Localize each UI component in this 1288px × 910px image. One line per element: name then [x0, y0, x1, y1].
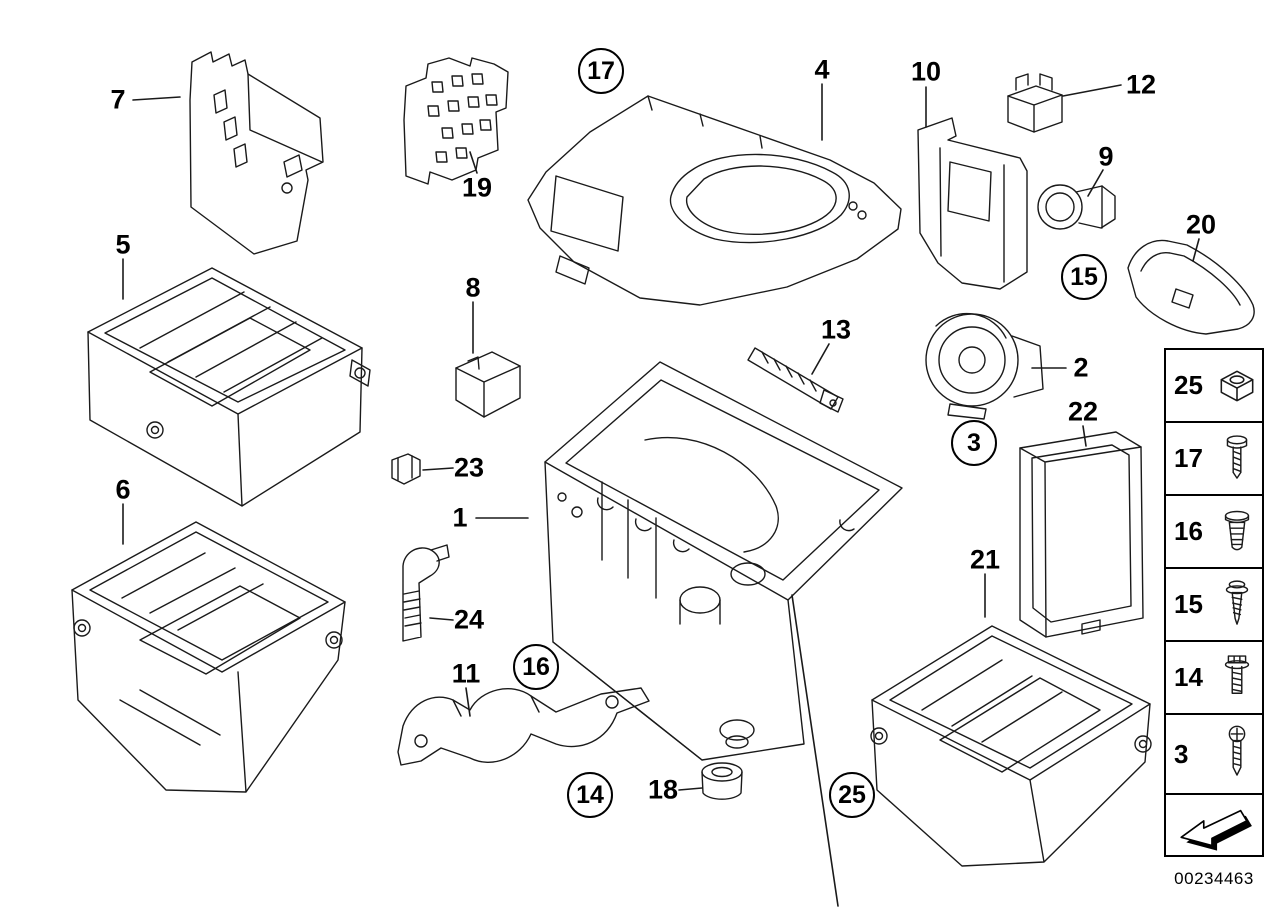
direction-arrow-icon	[1180, 809, 1252, 851]
callout-11[interactable]: 11	[451, 658, 481, 689]
image-id: 00234463	[1174, 869, 1254, 888]
callout-circled-25[interactable]: 25	[829, 772, 875, 818]
callout-9[interactable]: 9	[1098, 141, 1114, 172]
callout-7[interactable]: 7	[110, 84, 126, 115]
part-1-drawing[interactable]	[544, 361, 903, 761]
torx-screw-icon	[1226, 434, 1248, 479]
callout-20[interactable]: 20	[1185, 209, 1217, 240]
part-22-drawing[interactable]	[1019, 431, 1144, 638]
callout-2[interactable]: 2	[1073, 352, 1089, 383]
part-13-drawing[interactable]	[747, 347, 844, 413]
callout-circled-14[interactable]: 14	[567, 772, 613, 818]
leader-lines	[122, 83, 1200, 907]
callout-circled-17[interactable]: 17	[578, 48, 624, 94]
callout-18[interactable]: 18	[647, 774, 679, 805]
legend-number: 17	[1174, 443, 1203, 473]
part-9-drawing[interactable]	[1037, 184, 1116, 230]
part-20-drawing[interactable]	[1127, 239, 1255, 335]
legend-item-17[interactable]: 17	[1164, 421, 1264, 496]
part-21-drawing[interactable]	[870, 625, 1152, 867]
part-5-drawing[interactable]	[87, 267, 371, 507]
hex-flange-screw-icon	[1224, 654, 1250, 694]
part-11-drawing[interactable]	[397, 687, 650, 766]
callout-1[interactable]: 1	[452, 502, 468, 533]
legend-number: 3	[1174, 738, 1189, 769]
part-24-drawing[interactable]	[402, 544, 450, 642]
self-tapping-screw-icon	[1225, 579, 1249, 625]
part-2-drawing[interactable]	[925, 312, 1044, 420]
legend-item-25[interactable]: 25	[1164, 348, 1264, 423]
callout-24[interactable]: 24	[453, 604, 485, 635]
part-4-drawing[interactable]	[527, 95, 902, 306]
callout-5[interactable]: 5	[115, 229, 131, 260]
part-8-drawing[interactable]	[455, 351, 521, 418]
square-nut-icon	[1220, 370, 1254, 401]
phillips-screw-icon	[1228, 725, 1246, 776]
legend-item-15[interactable]: 15	[1164, 567, 1264, 642]
part-7-drawing[interactable]	[189, 51, 324, 255]
part-23-drawing[interactable]	[391, 453, 421, 485]
callout-23[interactable]: 23	[453, 452, 485, 483]
part-12-drawing[interactable]	[1007, 73, 1063, 133]
callout-19[interactable]: 19	[461, 172, 493, 203]
callout-13[interactable]: 13	[820, 314, 852, 345]
callout-12[interactable]: 12	[1125, 69, 1157, 100]
callout-22[interactable]: 22	[1067, 396, 1099, 427]
legend-item-3[interactable]: 3	[1164, 713, 1264, 795]
expansion-plug-icon	[1224, 510, 1250, 550]
legend-item-14[interactable]: 14	[1164, 640, 1264, 715]
callout-6[interactable]: 6	[115, 474, 131, 505]
hardware-legend: 25 17 16	[1164, 348, 1264, 857]
part-18-drawing[interactable]	[701, 762, 743, 800]
legend-number: 16	[1174, 516, 1203, 546]
legend-item-16[interactable]: 16	[1164, 494, 1264, 569]
callout-8[interactable]: 8	[465, 272, 481, 303]
callout-circled-16[interactable]: 16	[513, 644, 559, 690]
callout-21[interactable]: 21	[969, 544, 1001, 575]
part-6-drawing[interactable]	[71, 521, 346, 793]
part-19-drawing[interactable]	[403, 57, 509, 185]
legend-number: 14	[1174, 662, 1203, 692]
callout-4[interactable]: 4	[814, 54, 830, 85]
callout-circled-3[interactable]: 3	[951, 420, 997, 466]
callout-10[interactable]: 10	[910, 56, 942, 87]
legend-number: 15	[1174, 589, 1203, 619]
callout-circled-15[interactable]: 15	[1061, 254, 1107, 300]
part-10-drawing[interactable]	[917, 117, 1028, 290]
legend-number: 25	[1174, 370, 1203, 400]
direction-arrow-cell	[1164, 793, 1264, 857]
